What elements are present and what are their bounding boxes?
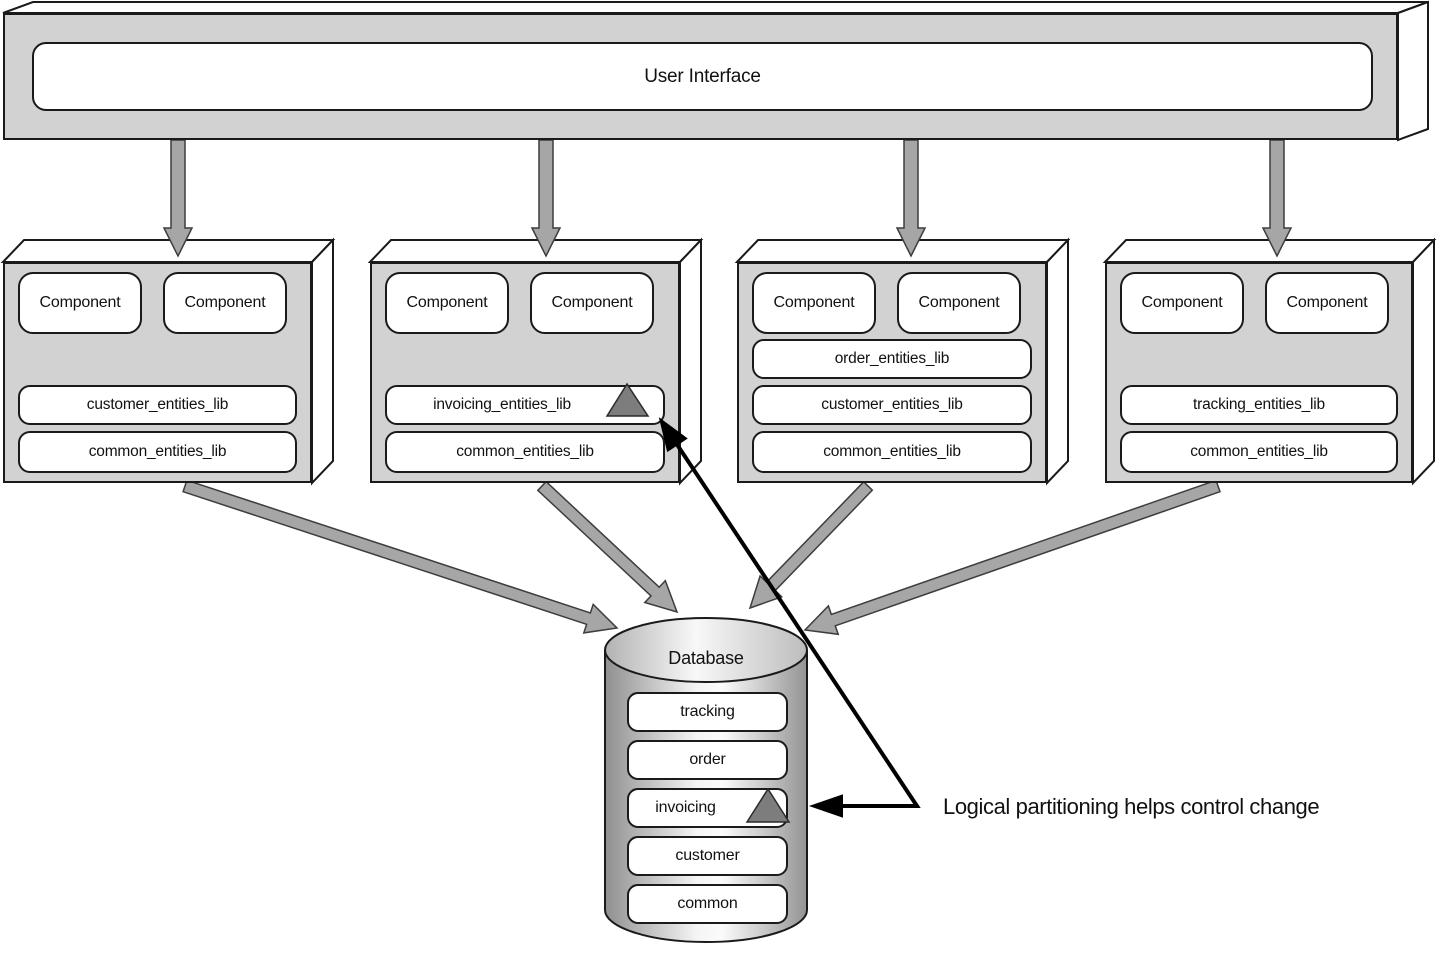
lib-label: tracking_entities_lib: [1193, 396, 1325, 413]
lib-invoicing-entities: invoicing_entities_lib: [385, 385, 665, 425]
component-box: Component: [18, 272, 142, 334]
arrow-ui-module-2: [530, 139, 562, 258]
module-to-database-arrows: [182, 479, 1221, 636]
ui-to-module-arrows: [162, 139, 1293, 258]
component-box: Component: [163, 272, 287, 334]
arrow-module1-db: [182, 479, 619, 634]
arrow-ui-module-1: [162, 139, 194, 258]
lib-label: common_entities_lib: [823, 443, 961, 460]
component-label: Component: [551, 294, 633, 311]
arrow-ui-module-3: [895, 139, 927, 258]
lib-label: common_entities_lib: [88, 443, 227, 460]
arrow-module4-db: [803, 479, 1221, 636]
component-box: Component: [897, 272, 1021, 334]
module-order: Component Component order_entities_lib c…: [737, 262, 1047, 483]
component-label: Component: [773, 294, 855, 311]
lib-label: common_entities_lib: [1190, 443, 1328, 460]
lib-order-entities: order_entities_lib: [752, 339, 1032, 379]
partition-invoicing: invoicing: [627, 788, 788, 828]
user-interface-label: User Interface: [644, 65, 761, 87]
partition-label: invoicing: [655, 799, 716, 816]
lib-label: common_entities_lib: [456, 443, 594, 460]
component-label: Component: [918, 294, 1000, 311]
lib-common-entities: common_entities_lib: [385, 431, 665, 473]
component-label: Component: [1141, 294, 1223, 311]
lib-common-entities: common_entities_lib: [1120, 431, 1398, 473]
partition-tracking: tracking: [627, 692, 788, 732]
partition-label: common: [677, 895, 738, 912]
database-label: Database: [668, 648, 744, 668]
lib-common-entities: common_entities_lib: [752, 431, 1032, 473]
partition-label: order: [689, 751, 726, 768]
annotation-text: Logical partitioning helps control chang…: [943, 794, 1320, 819]
arrow-module2-db: [536, 480, 679, 614]
lib-label: order_entities_lib: [834, 350, 950, 367]
callout-arrowhead-partition: [808, 794, 843, 818]
lib-customer-entities: customer_entities_lib: [18, 385, 297, 425]
lib-tracking-entities: tracking_entities_lib: [1120, 385, 1398, 425]
lib-common-entities: common_entities_lib: [18, 431, 297, 473]
partition-common: common: [627, 884, 788, 924]
partition-label: tracking: [680, 703, 735, 720]
module-customer: Component Component customer_entities_li…: [3, 262, 312, 483]
component-box: Component: [385, 272, 509, 334]
lib-customer-entities: customer_entities_lib: [752, 385, 1032, 425]
component-label: Component: [1286, 294, 1368, 311]
component-label: Component: [406, 294, 488, 311]
partition-label: customer: [675, 847, 740, 864]
arrow-ui-module-4: [1261, 139, 1293, 258]
component-box: Component: [1265, 272, 1389, 334]
lib-label: customer_entities_lib: [821, 396, 963, 413]
component-label: Component: [39, 294, 121, 311]
lib-label: customer_entities_lib: [86, 396, 229, 413]
component-box: Component: [752, 272, 876, 334]
lib-label: invoicing_entities_lib: [433, 396, 571, 413]
partition-order: order: [627, 740, 788, 780]
user-interface-bar: User Interface: [3, 13, 1398, 140]
module-tracking: Component Component tracking_entities_li…: [1105, 262, 1413, 483]
partition-customer: customer: [627, 836, 788, 876]
component-box: Component: [530, 272, 654, 334]
component-label: Component: [184, 294, 266, 311]
database: Database tracking order invoicing custom…: [605, 618, 807, 942]
user-interface-label-box: User Interface: [32, 42, 1373, 111]
component-box: Component: [1120, 272, 1244, 334]
module-invoicing: Component Component invoicing_entities_l…: [370, 262, 680, 483]
arrow-module3-db: [748, 480, 874, 610]
